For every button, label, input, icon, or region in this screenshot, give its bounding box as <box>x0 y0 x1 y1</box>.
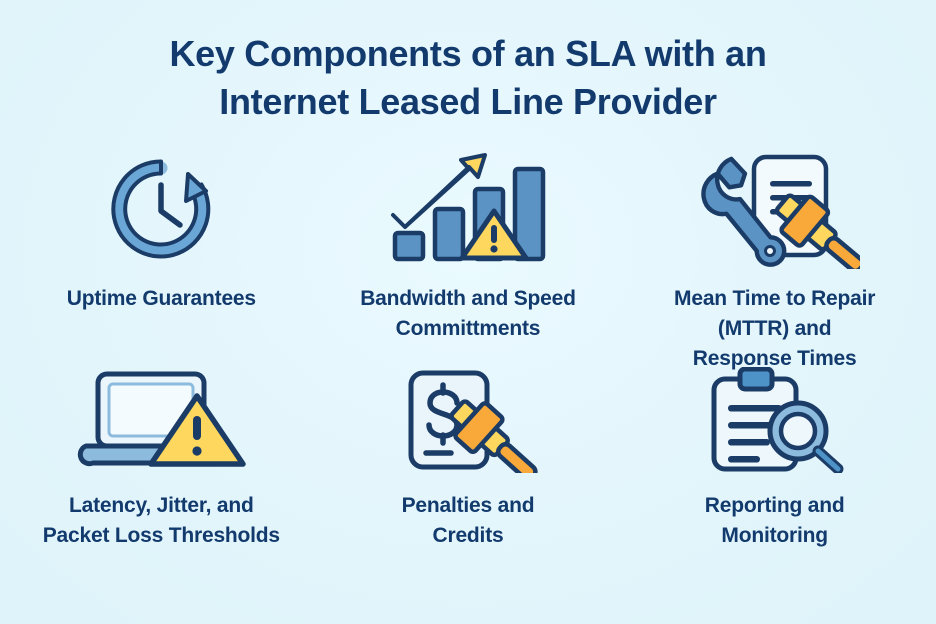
clipboard-magnifier-icon <box>700 365 850 475</box>
label-line-1: Reporting and <box>704 494 845 517</box>
label-line-2: Committments <box>395 317 541 340</box>
clock-arrow-icon <box>102 150 220 268</box>
component-label-latency-jitter-packet-loss: Latency, Jitter, and Packet Loss Thresho… <box>43 491 280 551</box>
label-line-1: Mean Time to Repair <box>674 287 876 310</box>
bar-chart-growth-warning-icon <box>385 150 550 268</box>
label-line-1: Bandwidth and Speed <box>360 287 576 310</box>
component-label-reporting-monitoring: Reporting and Monitoring <box>705 491 845 551</box>
wrench-gavel-document-icon <box>690 150 860 269</box>
component-label-penalties-credits: Penalties and Credits <box>402 491 535 551</box>
component-bandwidth-speed: Bandwidth and Speed Committments <box>315 150 622 365</box>
label-line-3: Response Times <box>692 347 857 370</box>
dollar-document-gavel-icon <box>393 365 543 475</box>
label-line-1: Latency, Jitter, and <box>68 494 254 517</box>
label-line-1: Uptime Guarantees <box>66 287 256 310</box>
component-label-bandwidth-speed: Bandwidth and Speed Committments <box>360 284 576 344</box>
label-line-2: Credits <box>432 524 504 547</box>
component-label-mttr-response: Mean Time to Repair (MTTR) and Response … <box>674 284 875 374</box>
component-mttr-response: Mean Time to Repair (MTTR) and Response … <box>621 150 928 370</box>
label-line-2: Packet Loss Thresholds <box>42 524 280 547</box>
component-reporting-monitoring: Reporting and Monitoring <box>621 365 928 560</box>
label-line-2: Monitoring <box>721 524 828 547</box>
laptop-warning-icon <box>76 365 247 475</box>
component-uptime-guarantees: Uptime Guarantees <box>8 150 315 365</box>
components-grid: Uptime Guarantees Bandwidth and Speed <box>8 150 928 560</box>
component-penalties-credits: Penalties and Credits <box>315 365 622 560</box>
label-line-2: (MTTR) and <box>717 317 832 340</box>
page-title: Key Components of an SLA with an Interne… <box>0 30 936 126</box>
component-label-uptime-guarantees: Uptime Guarantees <box>67 284 256 314</box>
page-title-line-2: Internet Leased Line Provider <box>219 81 717 122</box>
page-title-line-1: Key Components of an SLA with an <box>169 33 767 74</box>
component-latency-jitter-packet-loss: Latency, Jitter, and Packet Loss Thresho… <box>8 365 315 560</box>
label-line-1: Penalties and <box>401 494 535 517</box>
